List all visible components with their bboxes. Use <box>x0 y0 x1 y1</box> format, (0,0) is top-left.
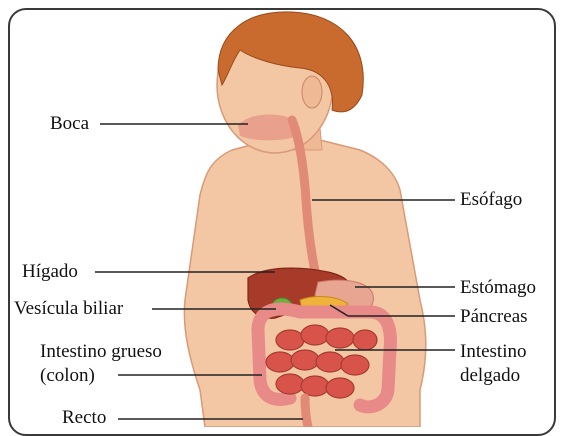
label-intestino-grueso: Intestino grueso <box>40 341 162 363</box>
label-intestino: Intestino <box>460 341 527 363</box>
diagram-stage: Boca Esófago Hígado Estómago Vesícula bi… <box>0 0 566 427</box>
label-vesicula: Vesícula biliar <box>14 298 123 320</box>
label-pancreas: Páncreas <box>460 306 528 328</box>
label-esofago: Esófago <box>460 189 522 211</box>
label-boca: Boca <box>50 113 89 135</box>
label-delgado: delgado <box>460 365 520 387</box>
ear <box>302 76 322 108</box>
rectum <box>305 398 308 427</box>
label-recto: Recto <box>62 407 106 429</box>
label-higado: Hígado <box>22 261 78 283</box>
label-colon: (colon) <box>40 365 95 387</box>
label-estomago: Estómago <box>460 277 536 299</box>
